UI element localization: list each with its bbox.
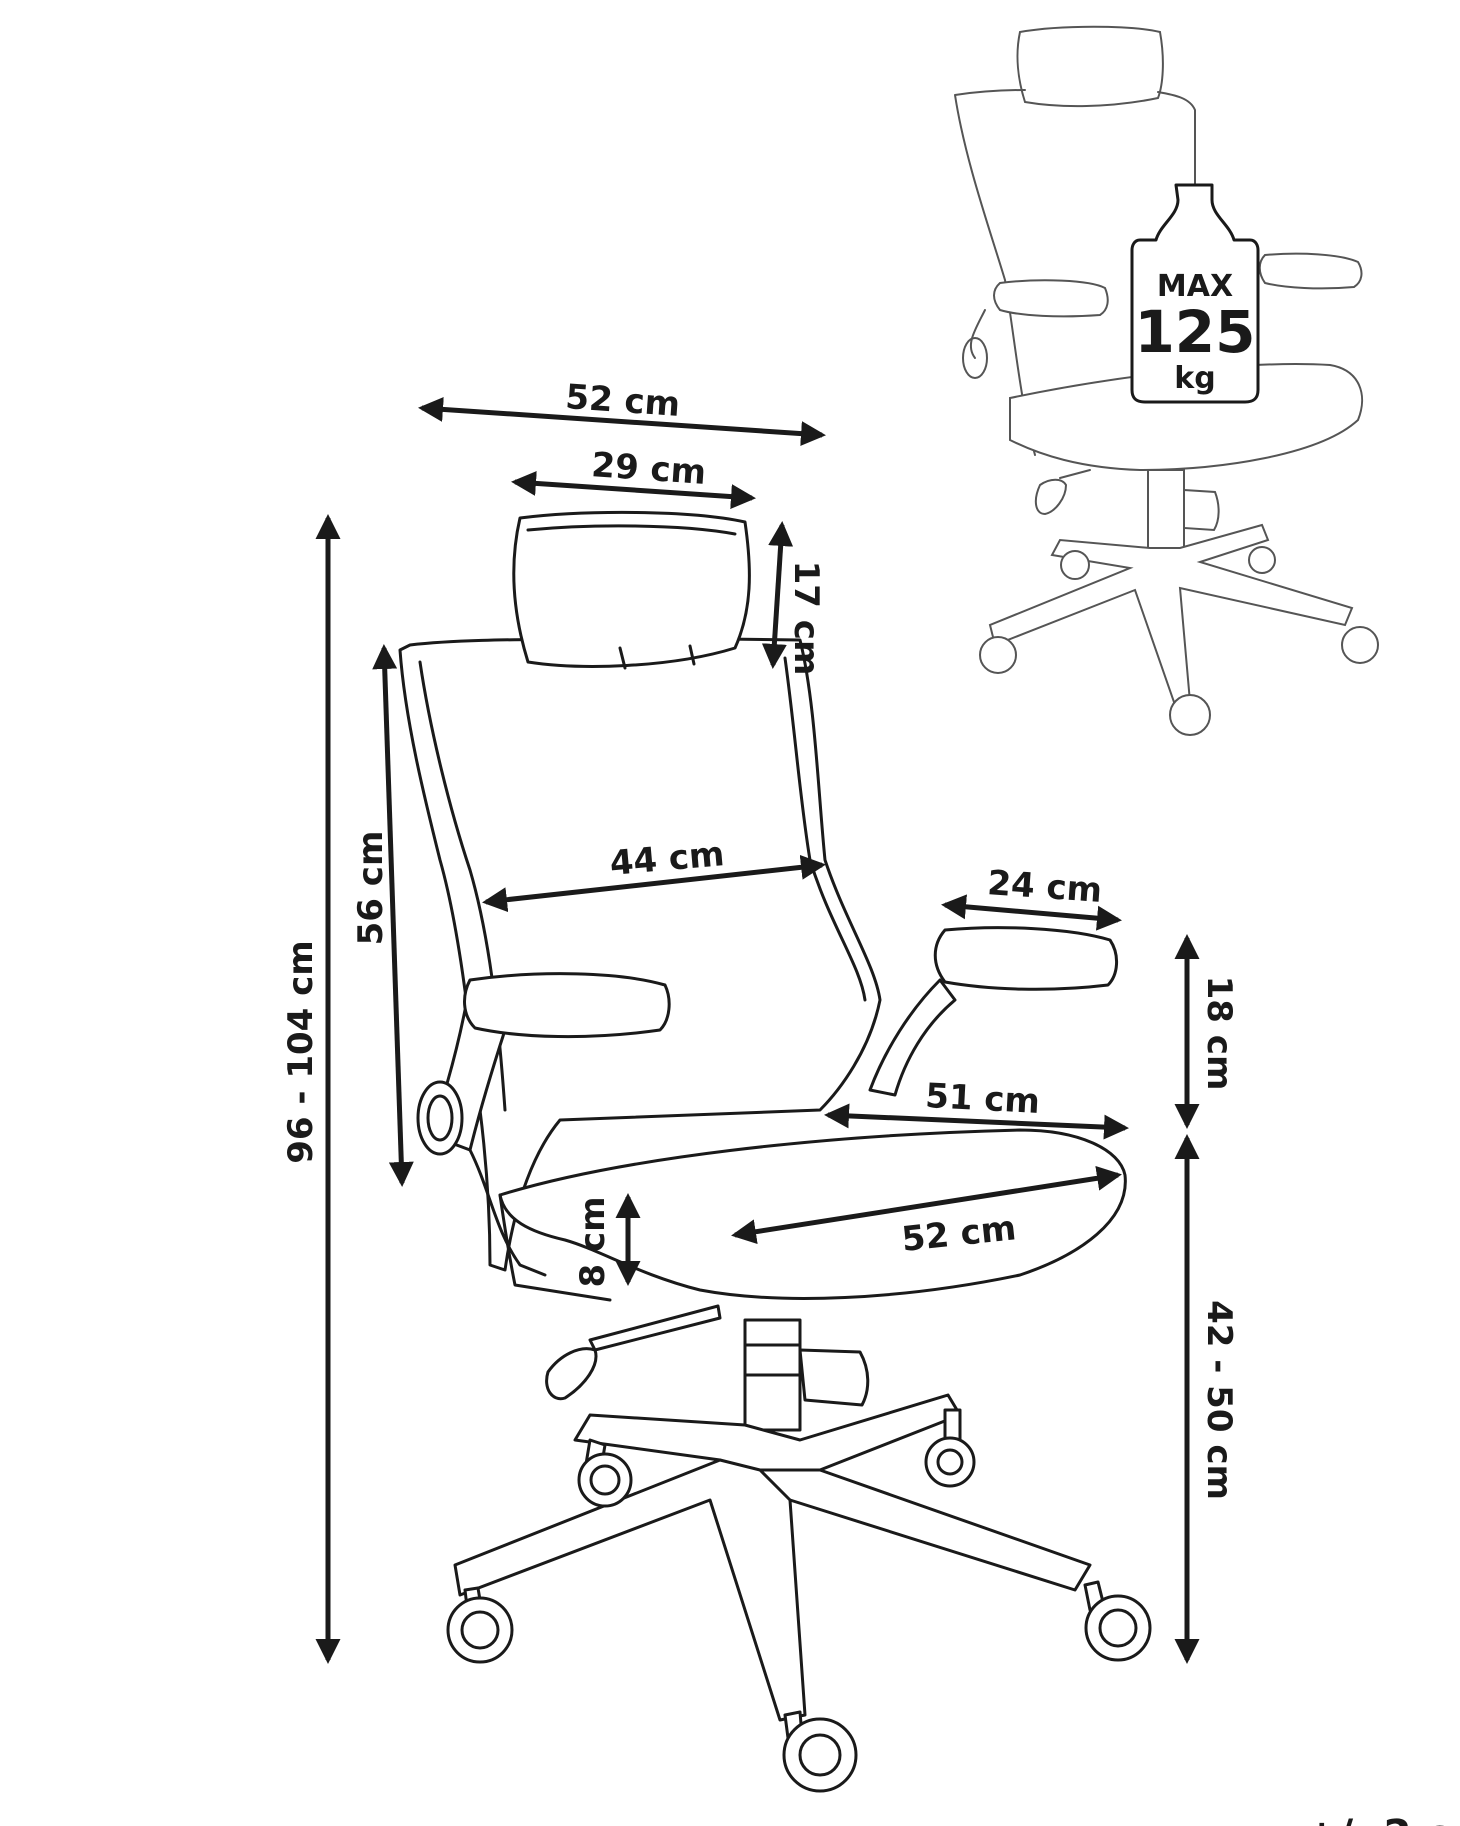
label-backrest-height: 56 cm (351, 831, 391, 946)
max-load-label: MAX (1157, 269, 1233, 304)
arrow-headrest-width (511, 470, 756, 510)
dimension-labels: 52 cm 29 cm 17 cm 96 - 104 cm 56 cm 44 c… (281, 377, 1239, 1500)
arrow-headrest-height (761, 521, 794, 669)
label-headrest-height: 17 cm (786, 561, 826, 676)
casters (446, 1408, 1152, 1793)
lever-handle (545, 1347, 598, 1401)
max-load-unit: kg (1174, 361, 1215, 396)
dimension-arrows (315, 396, 1200, 1665)
left-armrest-pad (463, 972, 671, 1039)
left-armrest-knob (416, 1080, 464, 1156)
label-seat-height: 42 - 50 cm (1199, 1300, 1239, 1500)
arrow-armrest-length (941, 894, 1122, 931)
backrest-frame (398, 636, 882, 1272)
headrest (512, 510, 751, 668)
right-armrest-pad (933, 926, 1118, 991)
max-load-value: 125 (1134, 298, 1255, 366)
label-headrest-outer-width: 52 cm (564, 377, 681, 425)
arrow-seat-width (824, 1103, 1129, 1140)
weight-icon: MAX 125 kg (1130, 183, 1260, 404)
arrow-headrest-outer-width (418, 396, 826, 447)
label-seat-width: 51 cm (924, 1076, 1041, 1122)
tilt-lever (588, 1304, 722, 1352)
arrow-seat-depth (731, 1165, 1122, 1245)
label-headrest-width: 29 cm (590, 445, 707, 493)
main-chair-illustration (398, 510, 1152, 1793)
tolerance-note: +/- 2 cm (1305, 1812, 1460, 1826)
arrow-backrest-width (482, 854, 826, 913)
arrow-backrest-height (372, 644, 414, 1187)
thumbnail-chair (954, 25, 1379, 736)
label-backrest-width: 44 cm (608, 834, 726, 884)
label-armrest-length: 24 cm (986, 863, 1103, 911)
label-seat-thickness: 8 cm (573, 1196, 613, 1287)
mechanism (798, 1348, 870, 1407)
star-base (453, 1393, 1092, 1722)
label-armrest-height: 18 cm (1199, 976, 1239, 1091)
right-armrest-support (868, 978, 957, 1097)
label-total-height: 96 - 104 cm (281, 940, 321, 1164)
